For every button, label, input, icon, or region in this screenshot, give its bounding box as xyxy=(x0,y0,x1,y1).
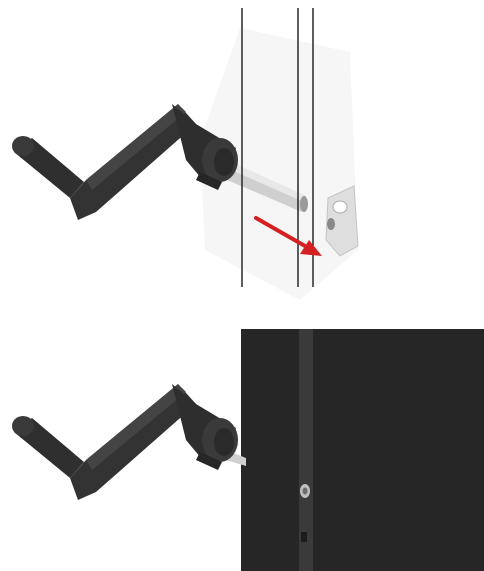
crank-handle-icon xyxy=(12,104,238,220)
panel-installed-step xyxy=(0,300,484,571)
insert-step-svg xyxy=(12,8,359,300)
background-plate xyxy=(200,28,358,300)
installed-step-svg xyxy=(12,329,484,571)
panel-insert-step xyxy=(12,8,359,300)
wall-section xyxy=(241,329,484,571)
crank-handle-installed-icon xyxy=(12,384,238,500)
mounting-bracket-icon xyxy=(325,185,359,257)
wall-channel xyxy=(299,329,313,571)
direction-arrow-icon xyxy=(254,216,322,256)
